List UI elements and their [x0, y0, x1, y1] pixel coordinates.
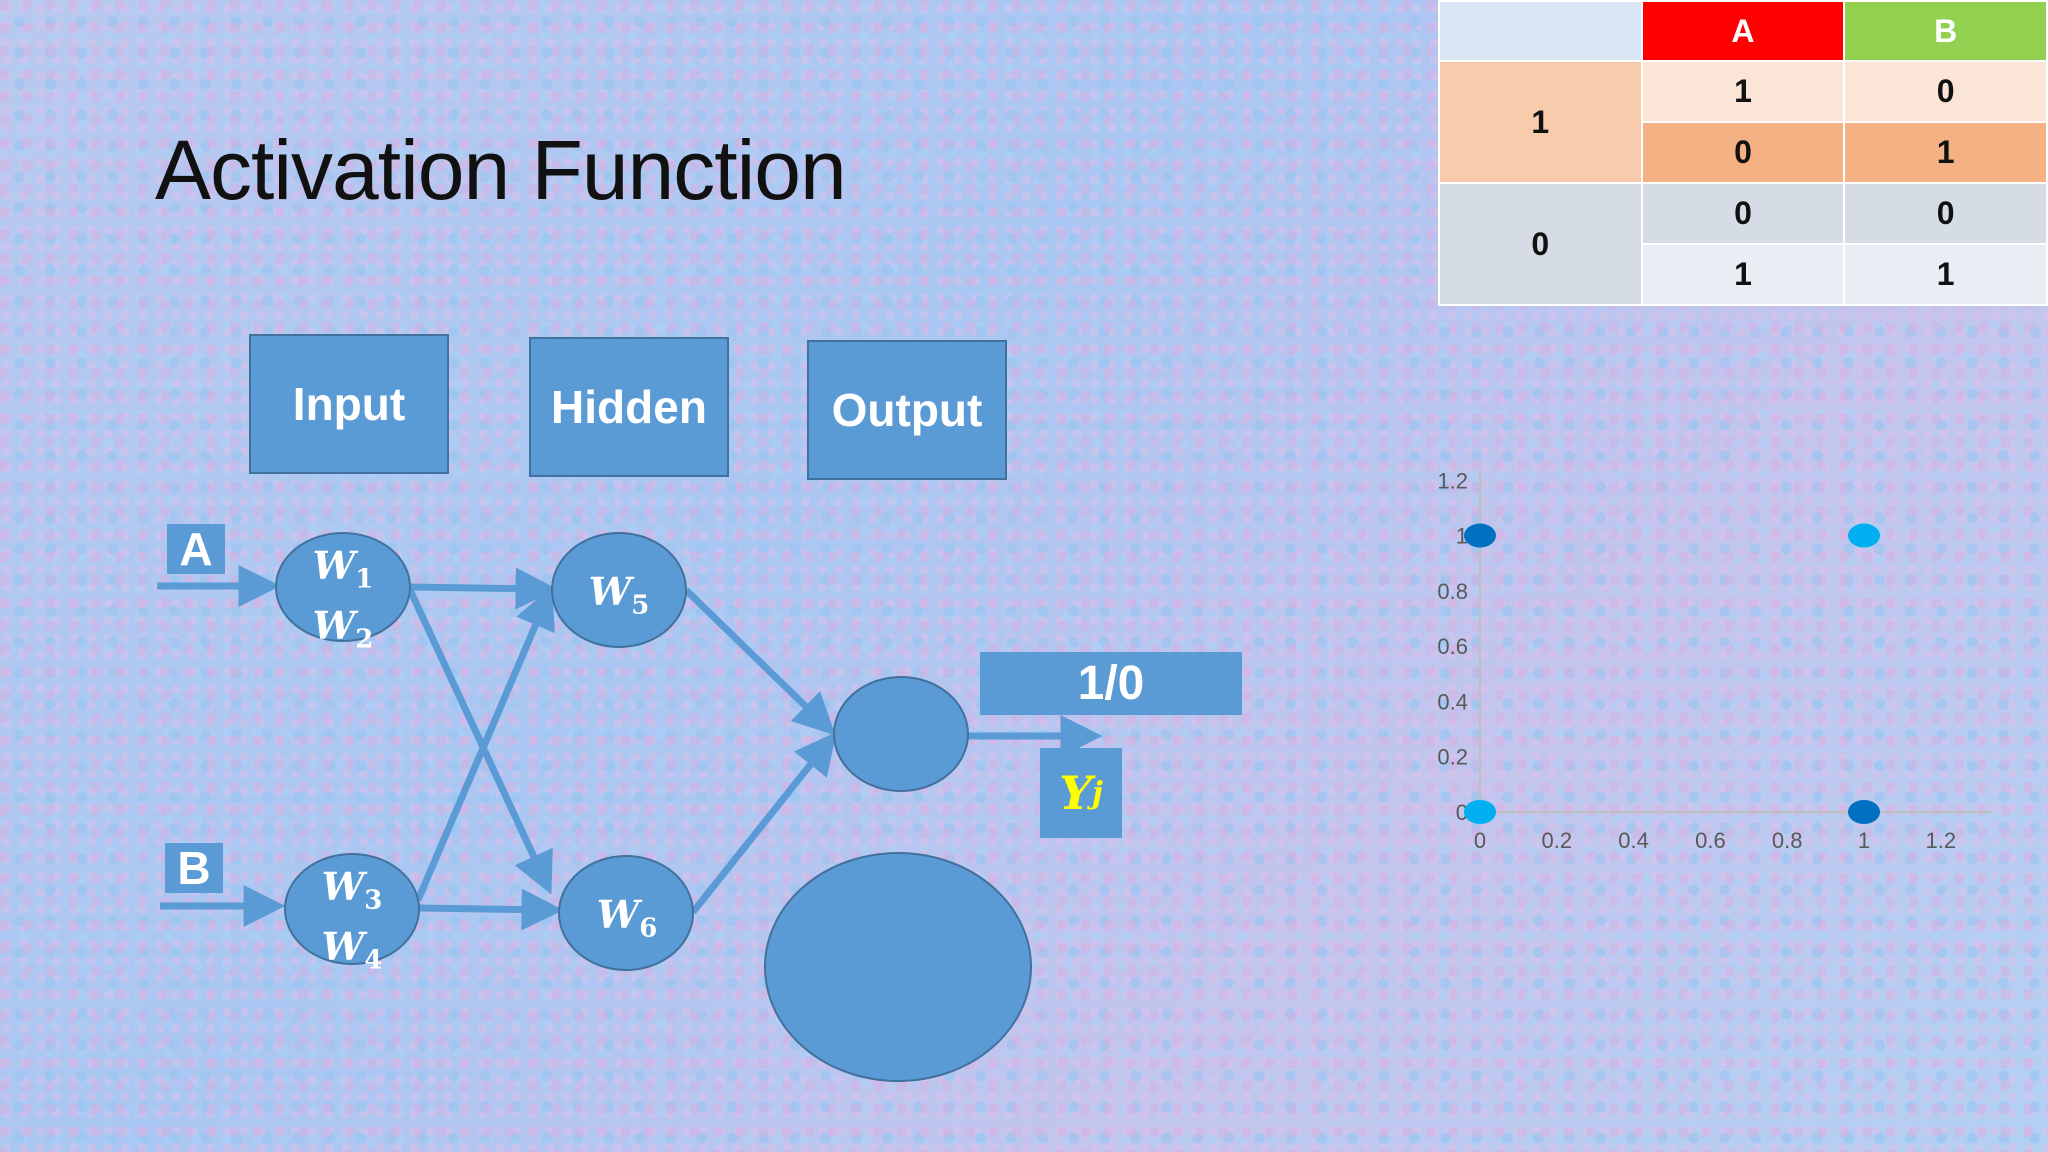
- w1-letter: W: [312, 543, 356, 588]
- node-output: [833, 676, 969, 792]
- input-a-label: A: [167, 523, 225, 575]
- cell: 0: [1640, 182, 1846, 245]
- node-n2-weights: W3 W4: [312, 864, 392, 983]
- x-tick-label: 1.2: [1926, 828, 1957, 853]
- w3-letter: W: [321, 864, 365, 909]
- edge-n2-n4: [417, 888, 564, 931]
- cell: 1: [1843, 243, 2048, 306]
- w4-sub: 4: [364, 945, 383, 976]
- header-b: B: [1843, 0, 2048, 62]
- y-tick-label: 1.2: [1437, 468, 1468, 493]
- w2-sub: 2: [355, 624, 374, 655]
- slide-title: Activation Function: [155, 123, 847, 217]
- edge-n2-n3: [414, 586, 555, 902]
- node-n3: [551, 532, 687, 648]
- hidden-layer-box: Hidden: [529, 337, 729, 477]
- w2-letter: W: [312, 602, 356, 648]
- y-tick-label: 0: [1456, 800, 1468, 825]
- input-layer-box: Input: [249, 334, 449, 474]
- x-tick-label: 1: [1858, 828, 1870, 853]
- edge-n1-n3: [409, 567, 558, 610]
- header-a: A: [1640, 0, 1846, 62]
- w6-letter: W: [596, 892, 640, 937]
- x-tick-label: 0.4: [1618, 828, 1649, 853]
- cell: 0: [1640, 121, 1846, 184]
- node-n1: [275, 532, 411, 642]
- yj-letter: Y: [1059, 766, 1092, 820]
- node-n1-weights: W1 W2: [303, 543, 383, 662]
- input-b-label: B: [165, 842, 223, 894]
- cell: 0: [1843, 60, 2048, 123]
- node-n2: [284, 853, 420, 965]
- y-tick-label: 0.8: [1437, 579, 1468, 604]
- w4-letter: W: [321, 923, 365, 969]
- w3-sub: 3: [364, 885, 383, 916]
- w1-sub: 1: [355, 564, 374, 595]
- x-tick-label: 0.6: [1695, 828, 1726, 853]
- edge-n3-out: [683, 587, 836, 736]
- group-result-0: 0: [1438, 182, 1643, 306]
- table-row: 0 1: [1439, 121, 2048, 184]
- scatter-chart: 0 0.2 0.4 0.6 0.8 1 1.2 0 0.2 0.4 0.6 0.8 1 1.2: [1437, 468, 1992, 853]
- data-point: [1464, 523, 1496, 548]
- node-n4: [558, 855, 694, 971]
- x-tick-label: 0.8: [1772, 828, 1803, 853]
- yj-sub: j: [1091, 775, 1103, 811]
- input-layer-label: Input: [292, 378, 406, 430]
- table-row: 1 1: [1439, 243, 2048, 306]
- input-b-text: B: [177, 842, 211, 894]
- x-tick-label: 0: [1474, 828, 1486, 853]
- y-tick-label: 0.4: [1437, 689, 1468, 714]
- table-row: 1 1 0: [1438, 60, 2048, 184]
- cell: 1: [1843, 121, 2048, 184]
- input-a-text: A: [179, 523, 213, 575]
- y-tick-label: 1: [1456, 524, 1468, 549]
- data-point: [1848, 800, 1880, 824]
- data-point: [1464, 800, 1496, 824]
- output-layer-box: Output: [807, 340, 1007, 480]
- w6-sub: 6: [639, 913, 658, 944]
- output-value-box: 1/0: [980, 652, 1242, 715]
- truth-table: A B 1 1 0 0 1 0 0 0 1 1: [1438, 0, 2048, 306]
- cell: 1: [1640, 60, 1846, 123]
- truth-table-header-row: A B: [1438, 0, 2048, 62]
- output-layer-label: Output: [831, 384, 983, 436]
- group-result-1: 1: [1438, 60, 1643, 184]
- y-tick-label: 0.2: [1437, 745, 1468, 770]
- output-value-text: 1/0: [1077, 657, 1145, 710]
- activation-circle: [764, 852, 1032, 1082]
- cell: 0: [1843, 182, 2048, 245]
- table-row: 0 0 0: [1438, 182, 2048, 306]
- node-n4-weights: W6: [587, 892, 667, 952]
- cell: 1: [1640, 243, 1846, 306]
- w5-letter: W: [588, 569, 632, 614]
- node-n3-weights: W5: [579, 569, 659, 629]
- y-tick-label: 0.6: [1437, 634, 1468, 659]
- x-tick-label: 0.2: [1542, 828, 1573, 853]
- hidden-layer-label: Hidden: [551, 381, 707, 433]
- data-point: [1848, 523, 1880, 548]
- header-empty: [1438, 0, 1643, 62]
- edge-n4-out: [690, 731, 837, 915]
- w5-sub: 5: [631, 590, 650, 621]
- edge-n1-n4: [406, 588, 553, 895]
